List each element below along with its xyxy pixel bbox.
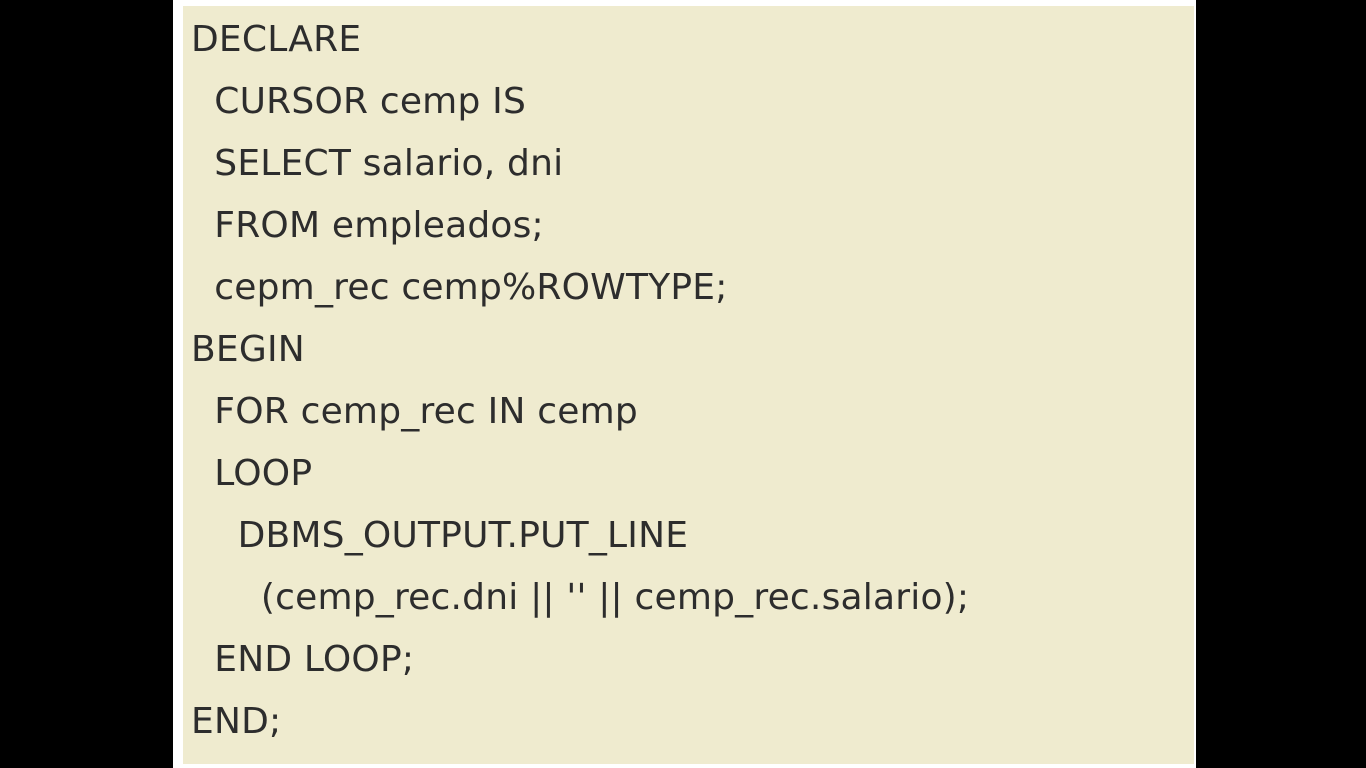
code-block: DECLARE CURSOR cemp IS SELECT salario, d… (183, 6, 1194, 764)
code-line-7: FOR cemp_rec IN cemp (191, 391, 638, 432)
code-line-8: LOOP (191, 453, 313, 494)
code-line-10: (cemp_rec.dni || '' || cemp_rec.salario)… (191, 577, 970, 618)
code-line-4: FROM empleados; (191, 205, 544, 246)
code-line-5: cepm_rec cemp%ROWTYPE; (191, 267, 728, 308)
code-line-1: DECLARE (191, 19, 362, 60)
code-line-2: CURSOR cemp IS (191, 81, 527, 122)
code-line-9: DBMS_OUTPUT.PUT_LINE (191, 515, 689, 556)
code-line-12: END; (191, 701, 282, 742)
code-line-11: END LOOP; (191, 639, 415, 680)
code-panel: DECLARE CURSOR cemp IS SELECT salario, d… (173, 0, 1196, 768)
code-line-6: BEGIN (191, 329, 305, 370)
code-line-3: SELECT salario, dni (191, 143, 564, 184)
